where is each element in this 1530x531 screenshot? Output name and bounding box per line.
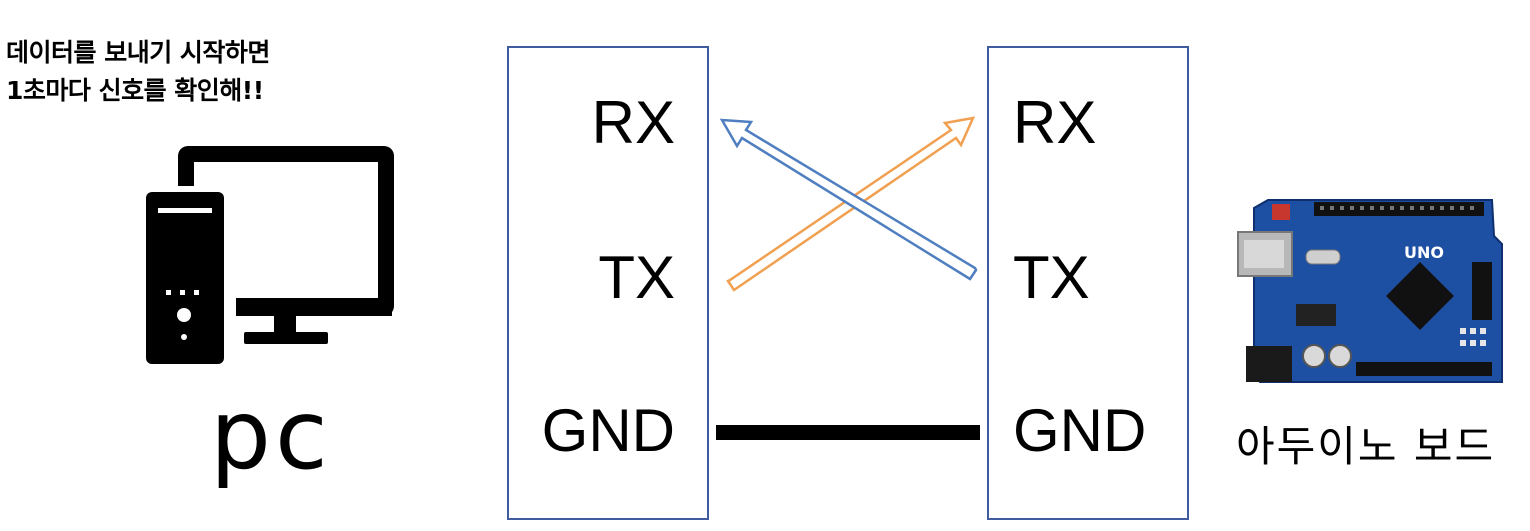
caption-line-2: 1초마다 신호를 확인해!! [6, 76, 264, 105]
pc-rx-label: RX [591, 89, 675, 156]
arduino-serial-box: RX TX GND [987, 46, 1189, 520]
pc-tx-label: TX [598, 244, 675, 311]
pc-serial-box: RX TX GND [507, 46, 709, 520]
pc-label: pc [210, 379, 332, 491]
board-chip-text: UNO [1404, 243, 1444, 262]
arduino-board-label: 아두이노 보드 [1236, 422, 1496, 471]
caption-line-1: 데이터를 보내기 시작하면 [6, 38, 270, 67]
pc-gnd-label: GND [541, 397, 675, 464]
desktop-computer-icon [146, 146, 394, 364]
gnd-line [716, 425, 980, 440]
arduino-board-image: UNO [1237, 199, 1503, 383]
arduino-rx-label: RX [1013, 89, 1097, 156]
arduino-tx-label: TX [1013, 244, 1090, 311]
caption: 데이터를 보내기 시작하면 1초마다 신호를 확인해!! [6, 34, 270, 110]
rx-from-tx-arrow [719, 118, 978, 281]
arduino-gnd-label: GND [1013, 397, 1147, 464]
